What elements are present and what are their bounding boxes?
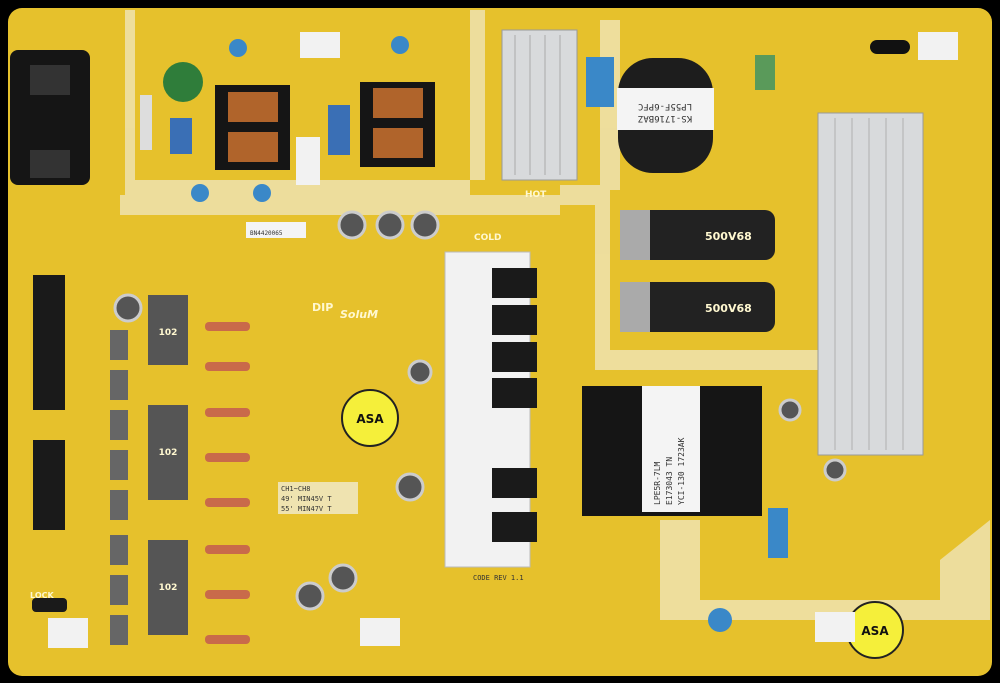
y-capacitors <box>191 36 409 202</box>
pfc-inductor: LP55F-6PFC KS-1716BAZ <box>617 58 714 173</box>
channel-label-line: 55' MIN47V T <box>281 505 332 513</box>
fuse <box>140 95 152 150</box>
main-heatsink <box>817 112 924 456</box>
capacitor-label: 500V68 <box>705 230 752 243</box>
film-capacitor <box>768 508 788 558</box>
bulk-capacitor: 500V68 <box>620 210 775 260</box>
lock-label: LOCK <box>30 591 54 600</box>
dip-label: DIP <box>312 301 333 314</box>
heatsink-fins <box>834 118 904 450</box>
x-capacitor <box>170 118 192 154</box>
led-inductor: 102 <box>148 405 188 500</box>
output-connector <box>33 275 65 410</box>
connector-socket <box>30 65 70 95</box>
brand-logo: SoluM <box>340 308 378 321</box>
asa-stamp: ASA <box>846 601 904 659</box>
green-capacitor <box>163 62 203 102</box>
led-inductor: 102 <box>148 540 188 635</box>
smd-capacitors <box>110 330 128 645</box>
led-inductor: 102 <box>148 295 188 365</box>
hot-label: HOT <box>525 190 547 200</box>
inductor-label: 102 <box>159 583 178 593</box>
common-mode-choke <box>215 85 290 170</box>
common-mode-choke <box>360 82 435 167</box>
asa-stamp-text: ASA <box>356 412 384 426</box>
y-capacitor <box>708 608 732 632</box>
pfc-inductor-label: LP55F-6PFC <box>638 101 692 111</box>
transformer-label: YCI-130 1723AK <box>677 437 686 505</box>
channel-label-line: CH1~CH8 <box>281 485 311 493</box>
channel-label-line: 49' MIN45V T <box>281 495 332 503</box>
inductor-label: 102 <box>159 328 178 338</box>
output-connector <box>33 440 65 530</box>
film-capacitor <box>586 57 614 107</box>
mounting-clips <box>48 32 958 648</box>
barcode-text: BN4420065 <box>250 230 283 237</box>
asa-stamp: ASA <box>341 389 399 447</box>
pfc-inductor-label: KS-1716BAZ <box>637 113 692 123</box>
x-capacitor <box>328 105 350 155</box>
barcode-sticker <box>246 222 306 238</box>
transformer-label: LPE5R-7LM <box>653 461 662 505</box>
channel-label: CH1~CH8 49' MIN45V T 55' MIN47V T <box>278 482 358 514</box>
relay <box>296 137 320 185</box>
cold-label: COLD <box>474 233 501 243</box>
lock-hole <box>32 598 67 612</box>
isolation-stripes <box>120 10 990 620</box>
bulk-capacitor: 500V68 <box>620 282 775 332</box>
capacitor-label: 500V68 <box>705 302 752 315</box>
main-transformer: LPE5R-7LM E173043 TN YCI-130 1723AK <box>582 386 762 516</box>
rectifier-diodes <box>492 268 537 542</box>
inductor-small <box>755 55 775 90</box>
asa-stamp-text: ASA <box>861 624 889 638</box>
inductor-label: 102 <box>159 448 178 458</box>
code-rev-label: CODE REV 1.1 <box>473 574 524 582</box>
mounting-slot <box>870 40 910 54</box>
transformer-label: E173043 TN <box>665 457 674 505</box>
pfc-heatsink <box>501 29 578 181</box>
electrolytic-capacitors <box>113 210 847 611</box>
resistors <box>205 322 250 644</box>
heatsink-fins <box>514 35 561 175</box>
connector-socket <box>30 150 70 178</box>
